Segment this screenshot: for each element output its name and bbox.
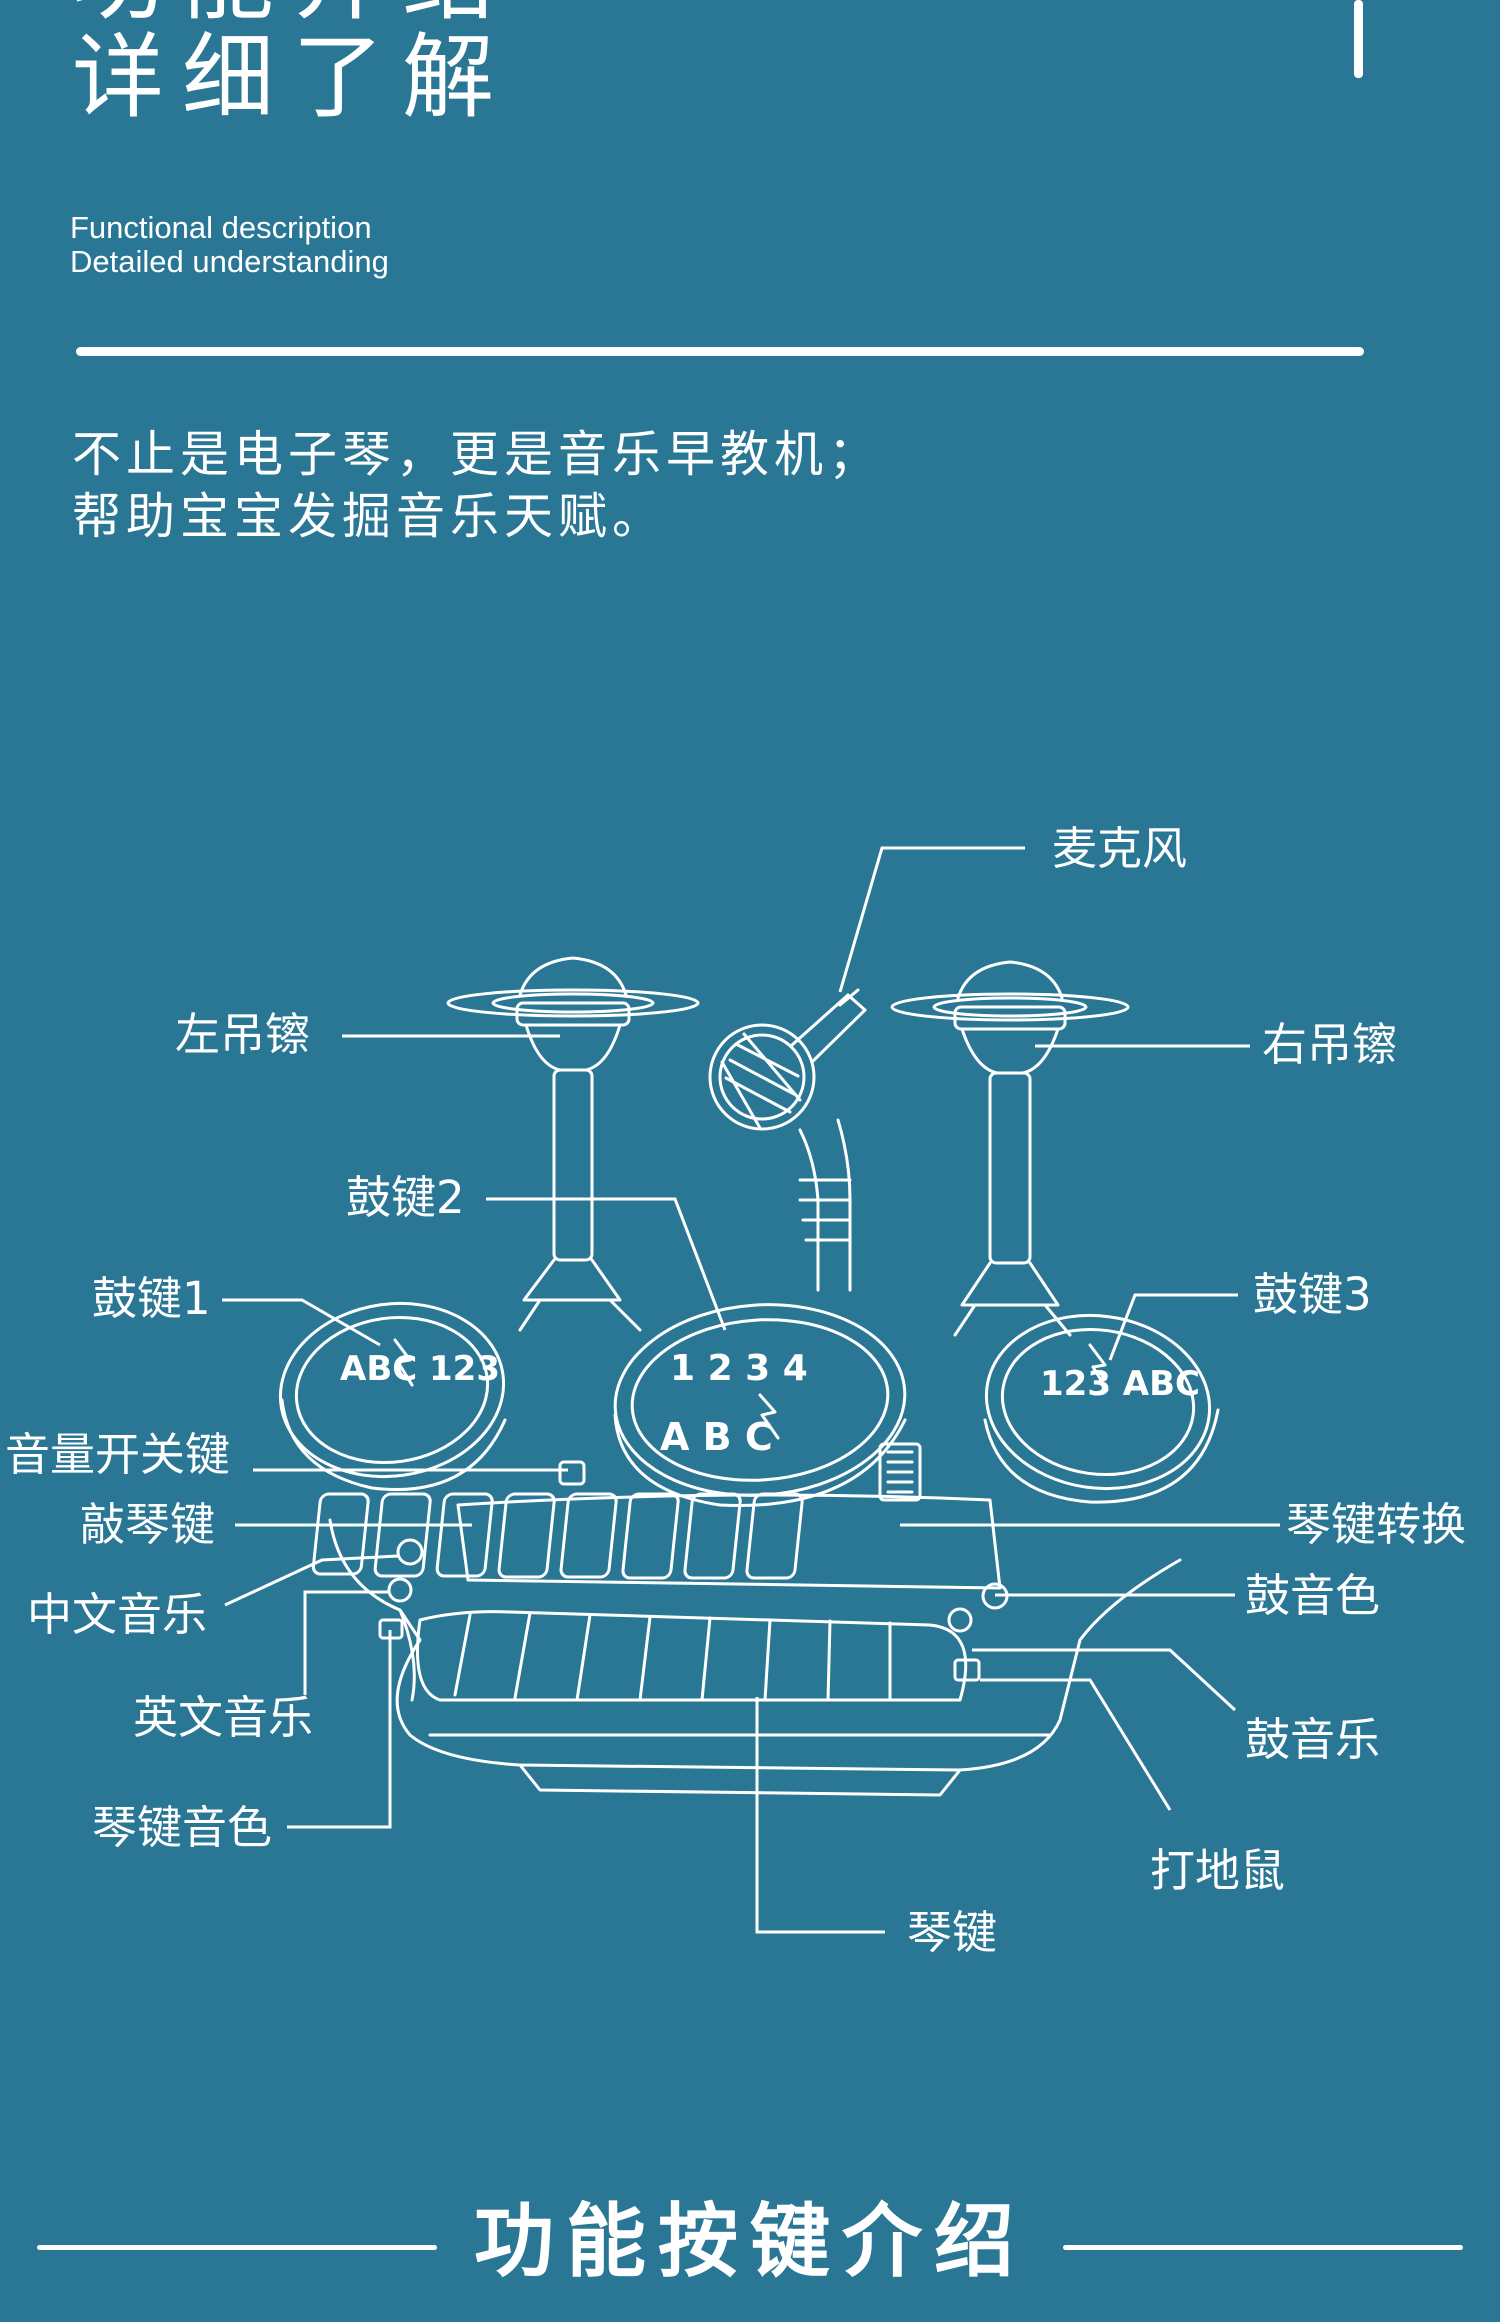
label-volume-switch: 音量开关键 <box>5 1432 230 1477</box>
leader-drum-key-2 <box>486 1199 725 1330</box>
right-cymbal-drawing <box>892 962 1128 1335</box>
label-tap-keys: 敲琴键 <box>80 1502 215 1547</box>
label-drum-key-3: 鼓键3 <box>1253 1272 1372 1317</box>
upper-keys-drawing <box>313 1444 1000 1588</box>
drum-2-drawing: 1 2 3 4 A B C <box>609 1295 912 1505</box>
leader-chinese-music <box>225 1556 398 1605</box>
label-piano-keys: 琴键 <box>907 1910 997 1955</box>
label-right-cymbal: 右吊镲 <box>1262 1022 1397 1067</box>
label-key-tone: 琴键音色 <box>92 1805 272 1850</box>
leader-whack-a-mole <box>980 1680 1170 1810</box>
side-buttons-drawing <box>380 1540 1007 1680</box>
drum-3-drawing: 123 ABC <box>975 1301 1221 1503</box>
lower-keys-drawing <box>418 1612 966 1700</box>
leader-drum-key-1 <box>222 1300 380 1345</box>
label-drum-key-2: 鼓键2 <box>346 1175 465 1220</box>
microphone-drawing <box>710 990 865 1290</box>
svg-text:ABC 123: ABC 123 <box>340 1349 500 1389</box>
label-chinese-music: 中文音乐 <box>27 1592 207 1637</box>
label-whack-a-mole: 打地鼠 <box>1150 1848 1285 1893</box>
svg-text:1 2 3 4: 1 2 3 4 <box>670 1348 808 1389</box>
label-drum-key-1: 鼓键1 <box>92 1276 211 1321</box>
svg-text:123 ABC: 123 ABC <box>1040 1364 1200 1404</box>
leader-drum-key-3 <box>1110 1295 1238 1360</box>
keyboard-base-drawing <box>330 1520 1180 1795</box>
label-english-music: 英文音乐 <box>133 1695 313 1740</box>
svg-text:A B C: A B C <box>660 1415 773 1459</box>
label-drum-tone: 鼓音色 <box>1245 1573 1380 1618</box>
label-left-cymbal: 左吊镲 <box>175 1012 310 1057</box>
leader-english-music <box>305 1592 390 1695</box>
drum-1-drawing: ABC 123 <box>269 1289 515 1491</box>
label-microphone: 麦克风 <box>1052 826 1187 871</box>
leader-piano-keys <box>757 1697 885 1932</box>
left-cymbal-drawing <box>448 958 698 1330</box>
leader-microphone <box>840 848 1025 992</box>
label-drum-music: 鼓音乐 <box>1245 1717 1380 1762</box>
label-key-switch: 琴键转换 <box>1286 1502 1466 1547</box>
footer-title: 功能按键介绍 <box>0 2202 1500 2282</box>
